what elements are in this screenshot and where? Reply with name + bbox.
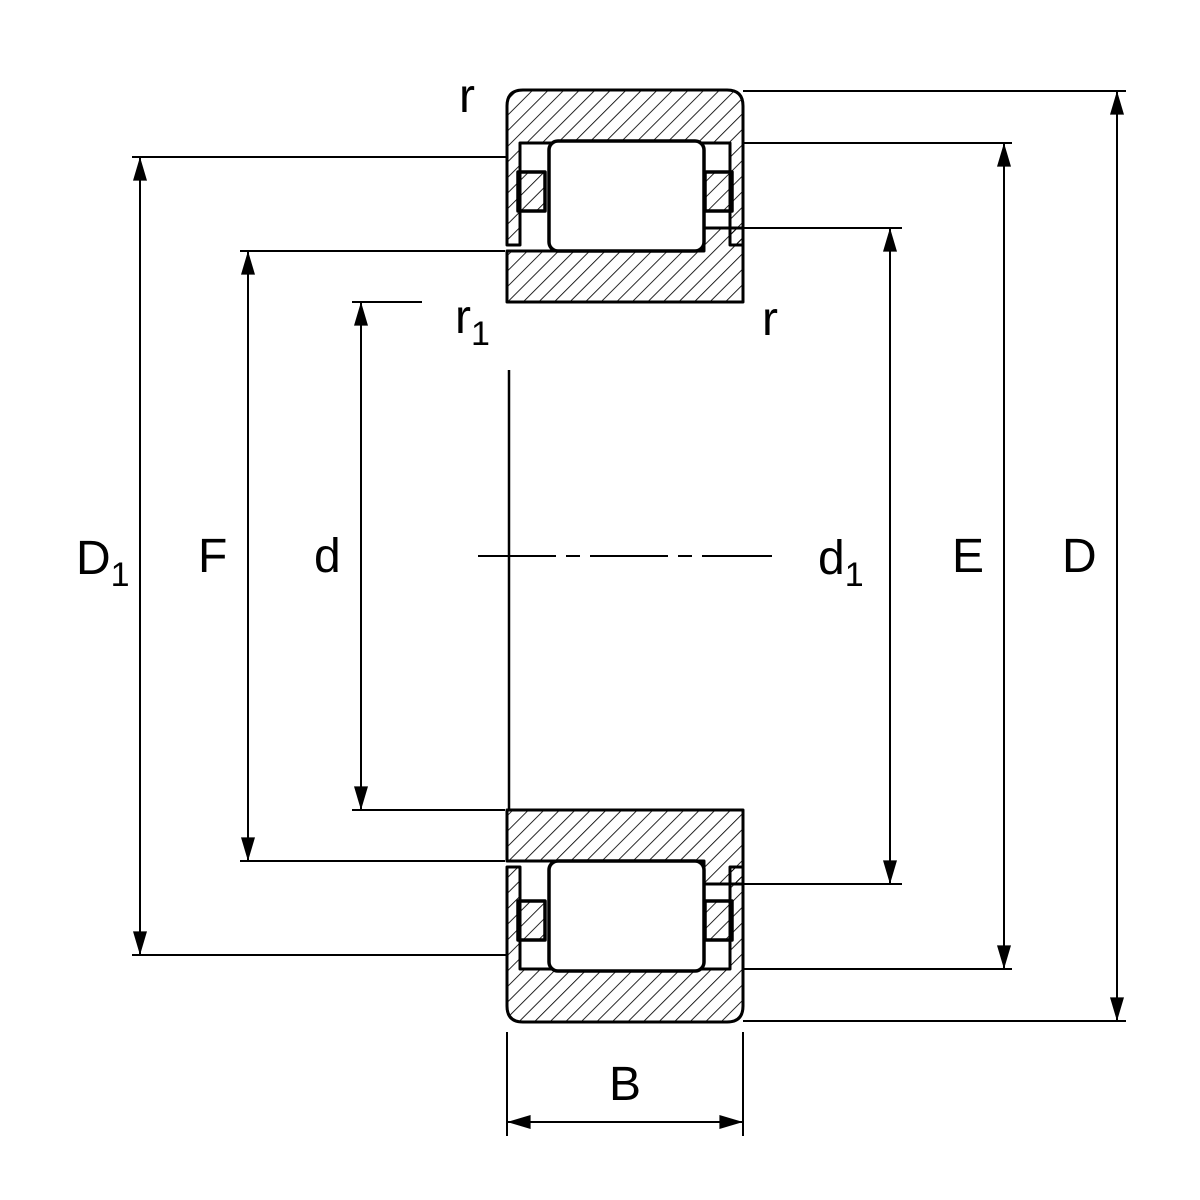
dimension-label-B: B: [609, 1058, 641, 1111]
cage-segment-bottom-left: [516, 899, 547, 942]
cage-segment-bottom-right: [703, 899, 734, 942]
bearing-bottom-half: [505, 808, 745, 1024]
dimension-d1: d1: [743, 227, 902, 885]
radius-label-r1: r1: [455, 291, 490, 353]
bearing-top-half: [505, 88, 745, 304]
dimension-d: d: [314, 301, 505, 811]
dimension-D1: D1: [76, 156, 507, 956]
radius-label-r-top: r: [459, 70, 475, 123]
roller-top: [547, 139, 706, 253]
dimension-label-D1: D1: [76, 532, 130, 594]
roller-bottom: [547, 859, 706, 973]
dimension-label-d: d: [314, 530, 341, 583]
dimension-E: E: [743, 142, 1012, 970]
dimension-label-d1: d1: [818, 532, 864, 594]
dimension-F: F: [198, 250, 505, 862]
dimension-D: D: [743, 90, 1126, 1022]
cage-segment-top-left: [516, 170, 547, 213]
dimension-B: B: [506, 1032, 744, 1136]
dimension-label-E: E: [952, 530, 984, 583]
radius-label-r-right: r: [762, 293, 778, 346]
cage-segment-top-right: [703, 170, 734, 213]
dimension-label-D: D: [1062, 530, 1097, 583]
dimension-label-F: F: [198, 530, 227, 583]
